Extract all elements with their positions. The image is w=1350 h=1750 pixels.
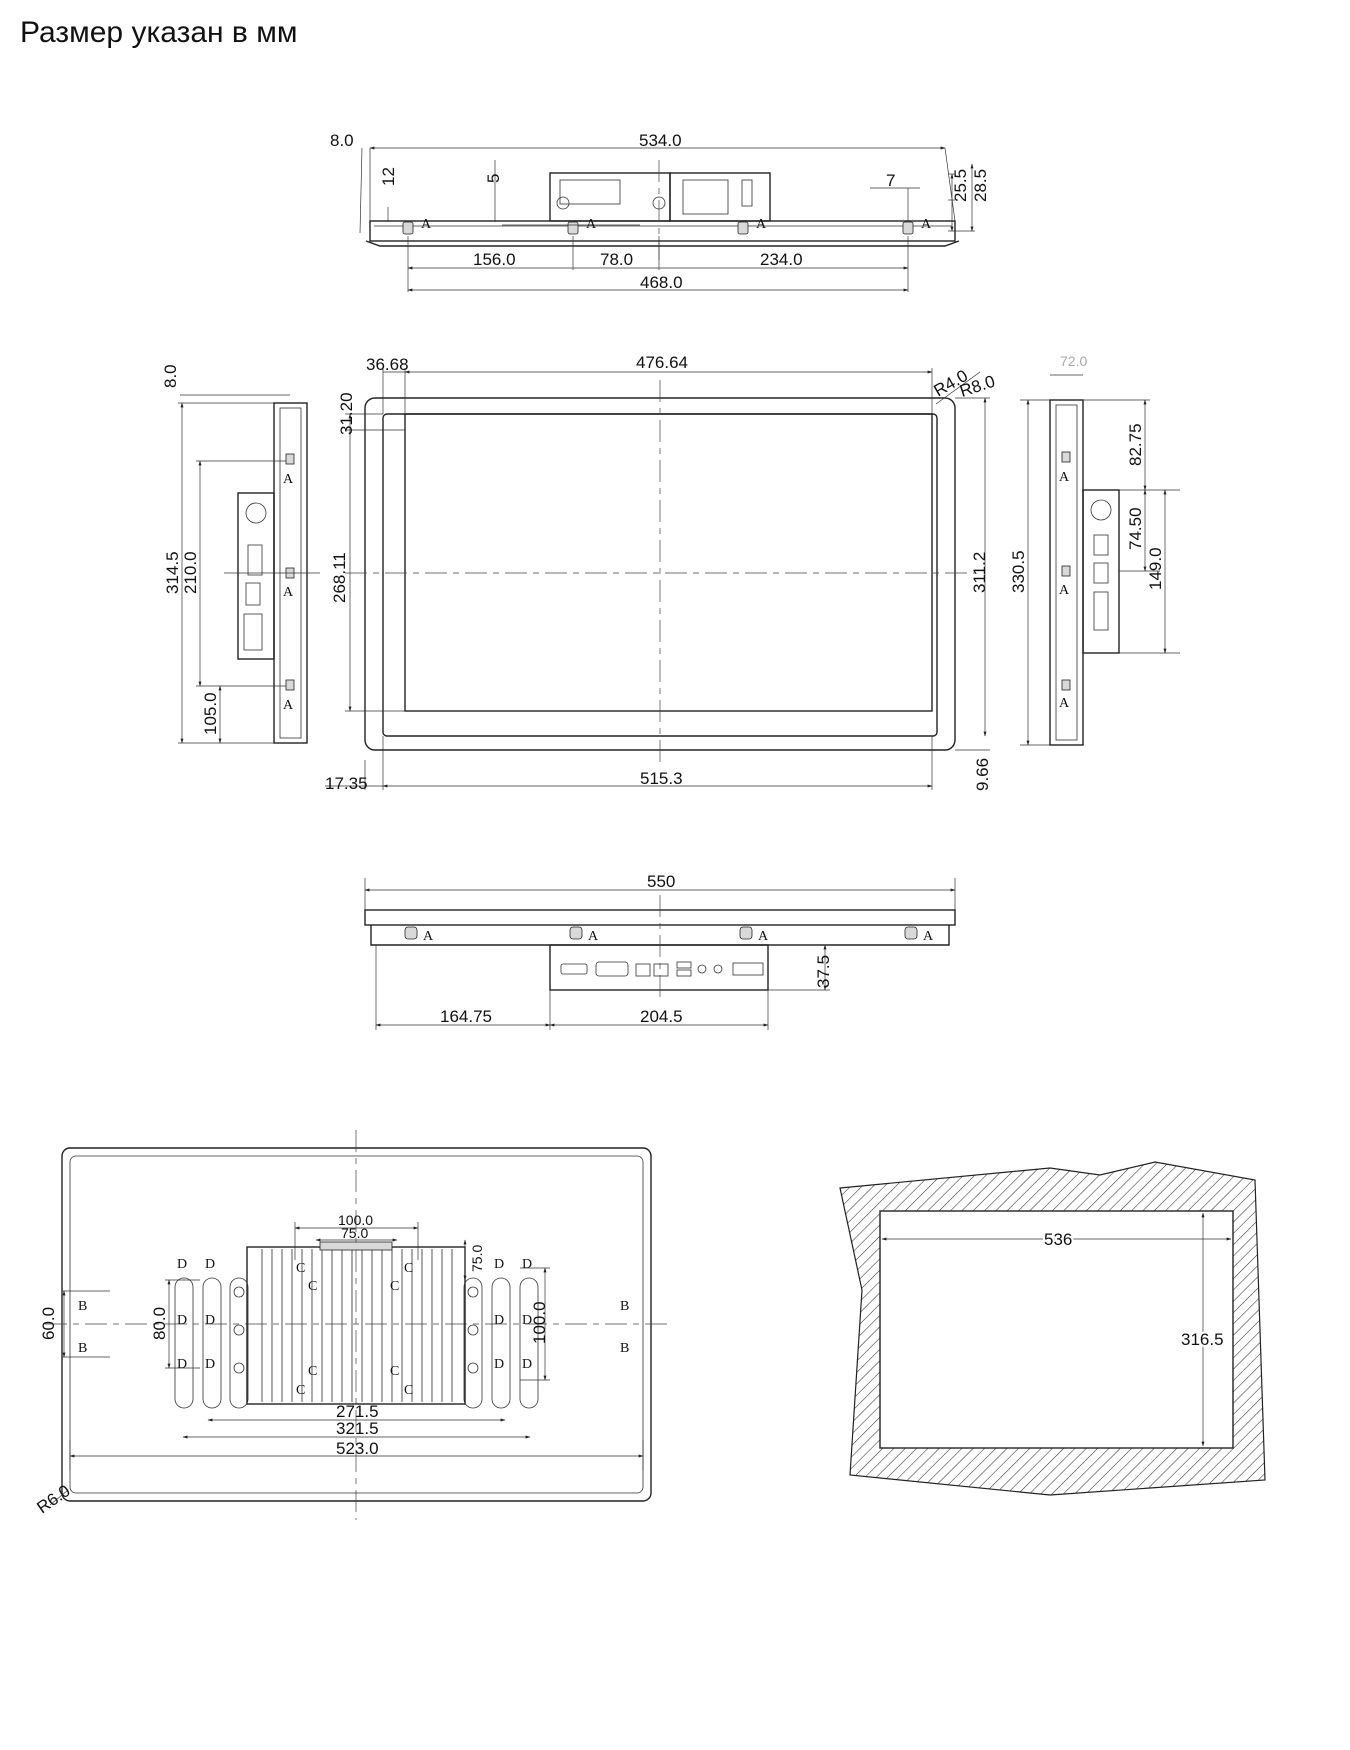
dim-label: 28.5 — [971, 169, 990, 202]
dim-label: 164.75 — [440, 1007, 492, 1026]
marker-d: D — [177, 1357, 187, 1372]
dim-label: 7 — [886, 171, 895, 190]
dim-label: 311.2 — [970, 552, 989, 593]
marker-d: D — [177, 1313, 187, 1328]
page-title: Размер указан в мм — [20, 16, 298, 49]
marker-a: A — [1059, 470, 1070, 485]
dim-label: 550 — [647, 872, 675, 891]
cutout-height-label: 316.5 — [1181, 1330, 1224, 1349]
dim-label: 204.5 — [640, 1007, 683, 1026]
dim-label: 75.0 — [341, 1225, 368, 1241]
dim-label: 100.0 — [338, 1212, 373, 1228]
marker-a: A — [421, 217, 432, 232]
marker-d: D — [177, 1257, 187, 1272]
marker-a: A — [921, 217, 932, 232]
bottom-view: 550 37.5 164.75 204.5 A A A A — [364, 872, 956, 1030]
dim-label: 75.0 — [469, 1245, 485, 1272]
dim-label: 523.0 — [336, 1439, 379, 1458]
marker-b: B — [78, 1341, 87, 1356]
marker-a: A — [923, 929, 934, 944]
marker-d: D — [205, 1357, 215, 1372]
marker-c: C — [390, 1279, 399, 1294]
dim-label: 271.5 — [336, 1402, 379, 1421]
top-mount-brackets — [402, 221, 914, 235]
marker-c: C — [390, 1364, 399, 1379]
dim-label: 37.5 — [814, 955, 833, 988]
dim-label: 149.0 — [1146, 547, 1165, 590]
marker-d: D — [205, 1257, 215, 1272]
marker-d: D — [522, 1357, 532, 1372]
dim-label: 9.66 — [973, 758, 992, 791]
dim-label: 105.0 — [201, 692, 220, 735]
dim-label: 17.35 — [325, 774, 368, 793]
marker-a: A — [586, 217, 597, 232]
dim-label: 476.64 — [636, 353, 688, 372]
dim-label: 78.0 — [600, 250, 633, 269]
front-view: 36.68 476.64 R4.0 R8.0 31.20 268.11 311.… — [325, 353, 997, 793]
dim-label: 515.3 — [640, 769, 683, 788]
dim-label: 234.0 — [760, 250, 803, 269]
left-side-view: 8.0 314.5 210.0 105.0 A A A — [161, 364, 320, 744]
marker-d: D — [494, 1357, 504, 1372]
dim-label: 74.50 — [1126, 507, 1145, 550]
marker-a: A — [283, 585, 294, 600]
dim-label: 321.5 — [336, 1419, 379, 1438]
dim-label: 5 — [484, 174, 503, 183]
right-side-view: 72.0 330.5 82.75 74.50 149.0 A A A — [1009, 353, 1180, 746]
marker-a: A — [1059, 696, 1070, 711]
marker-a: A — [283, 698, 294, 713]
dim-label: 268.11 — [330, 552, 349, 603]
marker-a: A — [1059, 583, 1070, 598]
dim-label: 100.0 — [530, 1301, 549, 1344]
dim-label: 80.0 — [150, 1307, 169, 1340]
dim-label: 36.68 — [366, 355, 409, 374]
dim-label: 12 — [379, 167, 398, 186]
back-view: 100.0 75.0 75.0 60.0 80.0 100.0 271.5 32… — [33, 1130, 670, 1520]
dim-label: 534.0 — [639, 131, 682, 150]
dim-label: 8.0 — [330, 131, 354, 150]
dim-label: 60.0 — [39, 1307, 58, 1340]
marker-d: D — [522, 1257, 532, 1272]
dim-label: 210.0 — [181, 551, 200, 594]
marker-c: C — [308, 1364, 317, 1379]
marker-d: D — [522, 1313, 532, 1328]
marker-d: D — [494, 1257, 504, 1272]
cutout-width-label: 536 — [1044, 1230, 1072, 1249]
marker-c: C — [308, 1279, 317, 1294]
marker-d: D — [494, 1313, 504, 1328]
cutout-view: 536 316.5 — [839, 1161, 1266, 1496]
dim-label: 25.5 — [951, 169, 970, 202]
dim-label: 8.0 — [161, 364, 180, 388]
marker-d: D — [205, 1313, 215, 1328]
marker-b: B — [620, 1299, 629, 1314]
top-view: 8.0 534.0 12 5 7 25.5 28.5 156.0 78.0 23… — [330, 131, 990, 292]
marker-c: C — [404, 1383, 413, 1398]
marker-a: A — [283, 472, 294, 487]
dim-label: 330.5 — [1009, 550, 1028, 593]
marker-a: A — [758, 929, 769, 944]
marker-a: A — [756, 217, 767, 232]
marker-a: A — [588, 929, 599, 944]
dim-label: 31.20 — [337, 392, 356, 435]
dim-label: 314.5 — [163, 551, 182, 594]
marker-c: C — [296, 1383, 305, 1398]
dim-label: 82.75 — [1126, 423, 1145, 466]
dim-label: 156.0 — [473, 250, 516, 269]
heatsink-fins — [261, 1249, 453, 1402]
marker-b: B — [620, 1341, 629, 1356]
marker-c: C — [296, 1261, 305, 1276]
dim-label: 72.0 — [1060, 353, 1087, 369]
vesa-rails — [174, 1277, 539, 1409]
dim-label: R6.0 — [33, 1481, 73, 1517]
marker-a: A — [423, 929, 434, 944]
dim-label: 468.0 — [640, 273, 683, 292]
marker-b: B — [78, 1299, 87, 1314]
marker-c: C — [404, 1261, 413, 1276]
